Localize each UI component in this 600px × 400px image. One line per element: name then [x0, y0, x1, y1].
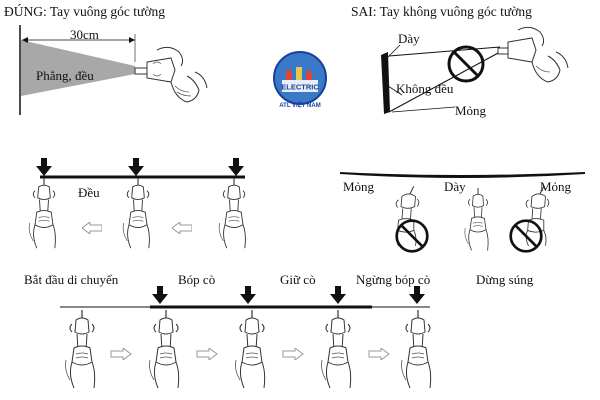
- middle-right-uneven-panel: [340, 172, 585, 253]
- move-right-arrow-4: [368, 348, 390, 360]
- thin-label: Mỏng: [455, 103, 487, 118]
- logo-word: ELECTRIC: [281, 83, 319, 92]
- move-right-arrow-2: [196, 348, 218, 360]
- gun-stop-arrow: [409, 286, 425, 304]
- move-right-arrow-3: [282, 348, 304, 360]
- step-pull-trigger: Bóp cò: [178, 272, 216, 287]
- atl-electric-logo: ELECTRIC: [273, 51, 327, 105]
- trigger-arrow-2: [128, 158, 144, 176]
- spray-gun-icon-3: [218, 178, 246, 249]
- trigger-arrow-3: [228, 158, 244, 176]
- spray-result-label: Phẳng, đều: [36, 68, 94, 83]
- trigger-hold-arrow: [240, 286, 256, 304]
- thick-pointer: [386, 44, 401, 59]
- move-right-arrow-1: [110, 348, 132, 360]
- sequence-gun-icon-5: [400, 310, 432, 389]
- step-start-moving: Bắt đầu di chuyển: [24, 272, 119, 287]
- sequence-gun-icon-2: [148, 310, 180, 389]
- spray-gun-side-icon: [134, 46, 208, 103]
- top-right-wrong-panel: [381, 26, 569, 114]
- uneven-coat-arc: [340, 172, 585, 178]
- step-hold-trigger: Giữ cò: [280, 272, 316, 287]
- sequence-gun-icon-1: [64, 310, 96, 389]
- spray-gun-angled-icon: [497, 26, 569, 83]
- thin-left-label: Mỏng: [343, 179, 375, 194]
- spray-cone: [21, 40, 135, 96]
- thick-label: Dày: [398, 31, 420, 46]
- middle-left-even-panel: [28, 158, 246, 249]
- spray-upper-edge: [388, 46, 501, 57]
- even-label: Đều: [78, 185, 100, 200]
- uneven-coat-wall: [381, 52, 390, 114]
- step-release-trigger: Ngừng bóp cò: [356, 272, 431, 287]
- sequence-gun-icon-3: [234, 310, 266, 389]
- spray-gun-icon-2: [122, 178, 150, 249]
- trigger-arrow-1: [36, 158, 52, 176]
- thick-center-label: Dày: [444, 179, 466, 194]
- sequence-gun-icon-4: [320, 310, 352, 389]
- top-left-correct-panel: [19, 25, 208, 115]
- logo-caption: ATL VIỆT NAM: [279, 103, 321, 109]
- distance-label: 30cm: [70, 27, 99, 42]
- spray-gun-icon-1: [28, 178, 57, 249]
- uneven-label: Không đều: [396, 81, 454, 96]
- move-left-arrow-1: [82, 222, 102, 234]
- tilted-gun-icon-right: [525, 186, 550, 246]
- upright-gun-icon-center: [464, 188, 489, 251]
- bottom-sequence-panel: [60, 286, 432, 389]
- wrong-title: SAI: Tay không vuông góc tường: [351, 4, 532, 19]
- tilted-gun-icon-left: [395, 186, 420, 246]
- prohibition-icon-right: [509, 219, 543, 253]
- uneven-pointer: [387, 85, 403, 96]
- thin-right-label: Mỏng: [540, 179, 572, 194]
- trigger-press-arrow: [152, 286, 168, 304]
- step-stop-gun: Dừng súng: [476, 272, 534, 287]
- trigger-release-arrow: [330, 286, 346, 304]
- correct-title: ĐÚNG: Tay vuông góc tường: [4, 4, 165, 19]
- thin-pointer: [391, 106, 456, 113]
- move-left-arrow-2: [172, 222, 192, 234]
